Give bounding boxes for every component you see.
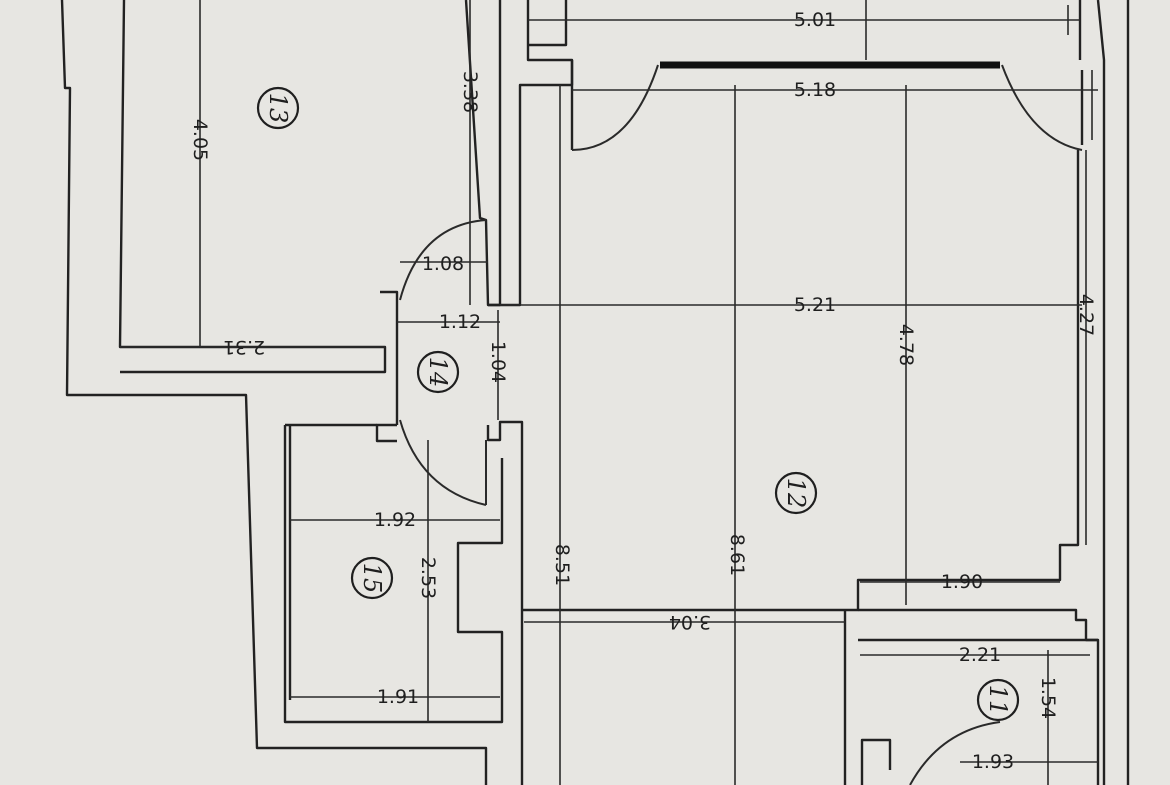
dim-3-38: 3.38 (459, 71, 481, 113)
dim-1-91: 1.91 (377, 686, 419, 708)
dimension-lines (120, 0, 1098, 785)
room-13-circle (256, 86, 300, 130)
room-15-circle (350, 556, 394, 600)
room-12-walls (522, 60, 1100, 785)
dim-1-08: 1.08 (422, 253, 464, 275)
room-14-number: 14 (424, 357, 452, 388)
dim-1-93: 1.93 (972, 751, 1014, 773)
room-12-number: 12 (782, 478, 810, 509)
dim-1-12: 1.12 (439, 311, 481, 333)
dim-8-61: 8.61 (726, 534, 748, 576)
doors (399, 64, 1083, 785)
door-swing-15 (399, 419, 487, 506)
door-swing-12-right (1001, 64, 1083, 151)
dim-4-05: 4.05 (189, 119, 211, 161)
room-15-walls (283, 423, 504, 724)
outer-walls (60, 0, 1130, 785)
dim-3-04: 3.04 (669, 611, 711, 633)
room-11-circle (976, 678, 1020, 722)
dim-1-54: 1.54 (1037, 677, 1059, 719)
dim-2-21: 2.21 (959, 644, 1001, 666)
room-13-number: 13 (264, 93, 292, 124)
dim-1-04: 1.04 (487, 341, 509, 383)
dim-2-53: 2.53 (417, 557, 439, 599)
dim-1-92: 1.92 (374, 509, 416, 531)
dim-8-51: 8.51 (551, 544, 573, 586)
dim-4-27: 4.27 (1075, 294, 1097, 336)
dimension-labels: 5.01 5.18 5.21 1.90 2.21 1.93 1.08 1.12 … (189, 9, 1097, 773)
room-11-number: 11 (984, 685, 1012, 716)
dim-5-18: 5.18 (794, 79, 836, 101)
dim-5-21: 5.21 (794, 294, 836, 316)
room-11-walls (858, 638, 1098, 785)
dim-2-31: 2.31 (223, 336, 265, 358)
room-14-circle (416, 350, 460, 394)
dim-4-78: 4.78 (895, 324, 917, 366)
door-swing-13 (399, 219, 487, 301)
dim-5-01: 5.01 (794, 9, 836, 31)
room-12-circle (774, 471, 818, 515)
room-labels: 13 14 15 12 11 (256, 86, 1020, 722)
door-swing-11 (909, 721, 1001, 785)
room-15-number: 15 (358, 563, 386, 594)
door-swing-12-left (571, 64, 659, 151)
dim-1-90: 1.90 (941, 571, 983, 593)
